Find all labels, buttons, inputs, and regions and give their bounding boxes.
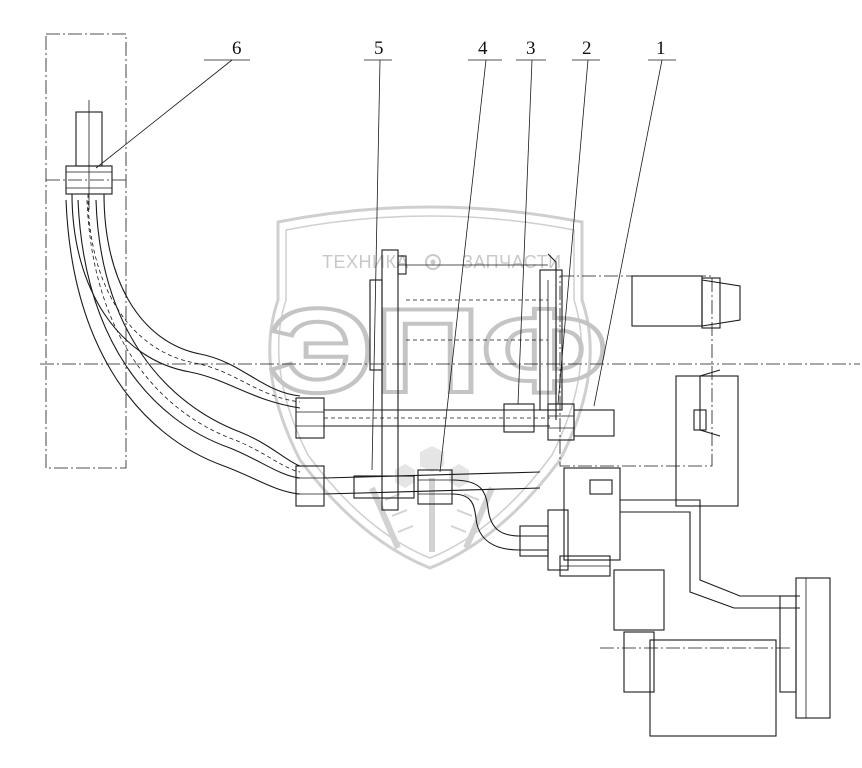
watermark-logo: ЭПФ [268, 284, 608, 418]
callout-6: 6 [232, 38, 242, 59]
watermark-left-word: ТЕХНИКА [322, 252, 409, 272]
watermark-shield-inner [277, 215, 583, 559]
watermark: ТЕХНИКА ЗАПЧАСТИ ЭПФ [266, 205, 610, 570]
leader-lines [95, 59, 676, 473]
callout-3: 3 [526, 38, 536, 59]
top-fitting [65, 100, 113, 210]
upper-horizontal-pipe [295, 397, 615, 441]
callout-2: 2 [582, 38, 592, 59]
lower-curved-pipe [65, 199, 301, 495]
lower-horizontal-pipe [295, 465, 549, 557]
gear-icon [425, 254, 441, 270]
callout-5: 5 [374, 38, 384, 59]
upper-curved-pipe [71, 193, 301, 409]
watermark-shield [268, 205, 592, 570]
left-frame-outline [40, 33, 860, 469]
callout-4: 4 [478, 38, 488, 59]
watermark-right-word: ЗАПЧАСТИ [462, 252, 562, 272]
callout-labels: 6 5 4 3 2 1 [232, 38, 666, 59]
right-housing [559, 275, 741, 507]
right-flange-assembly [547, 467, 831, 737]
wheat-emblem-icon [369, 446, 495, 552]
callout-1: 1 [656, 38, 666, 59]
